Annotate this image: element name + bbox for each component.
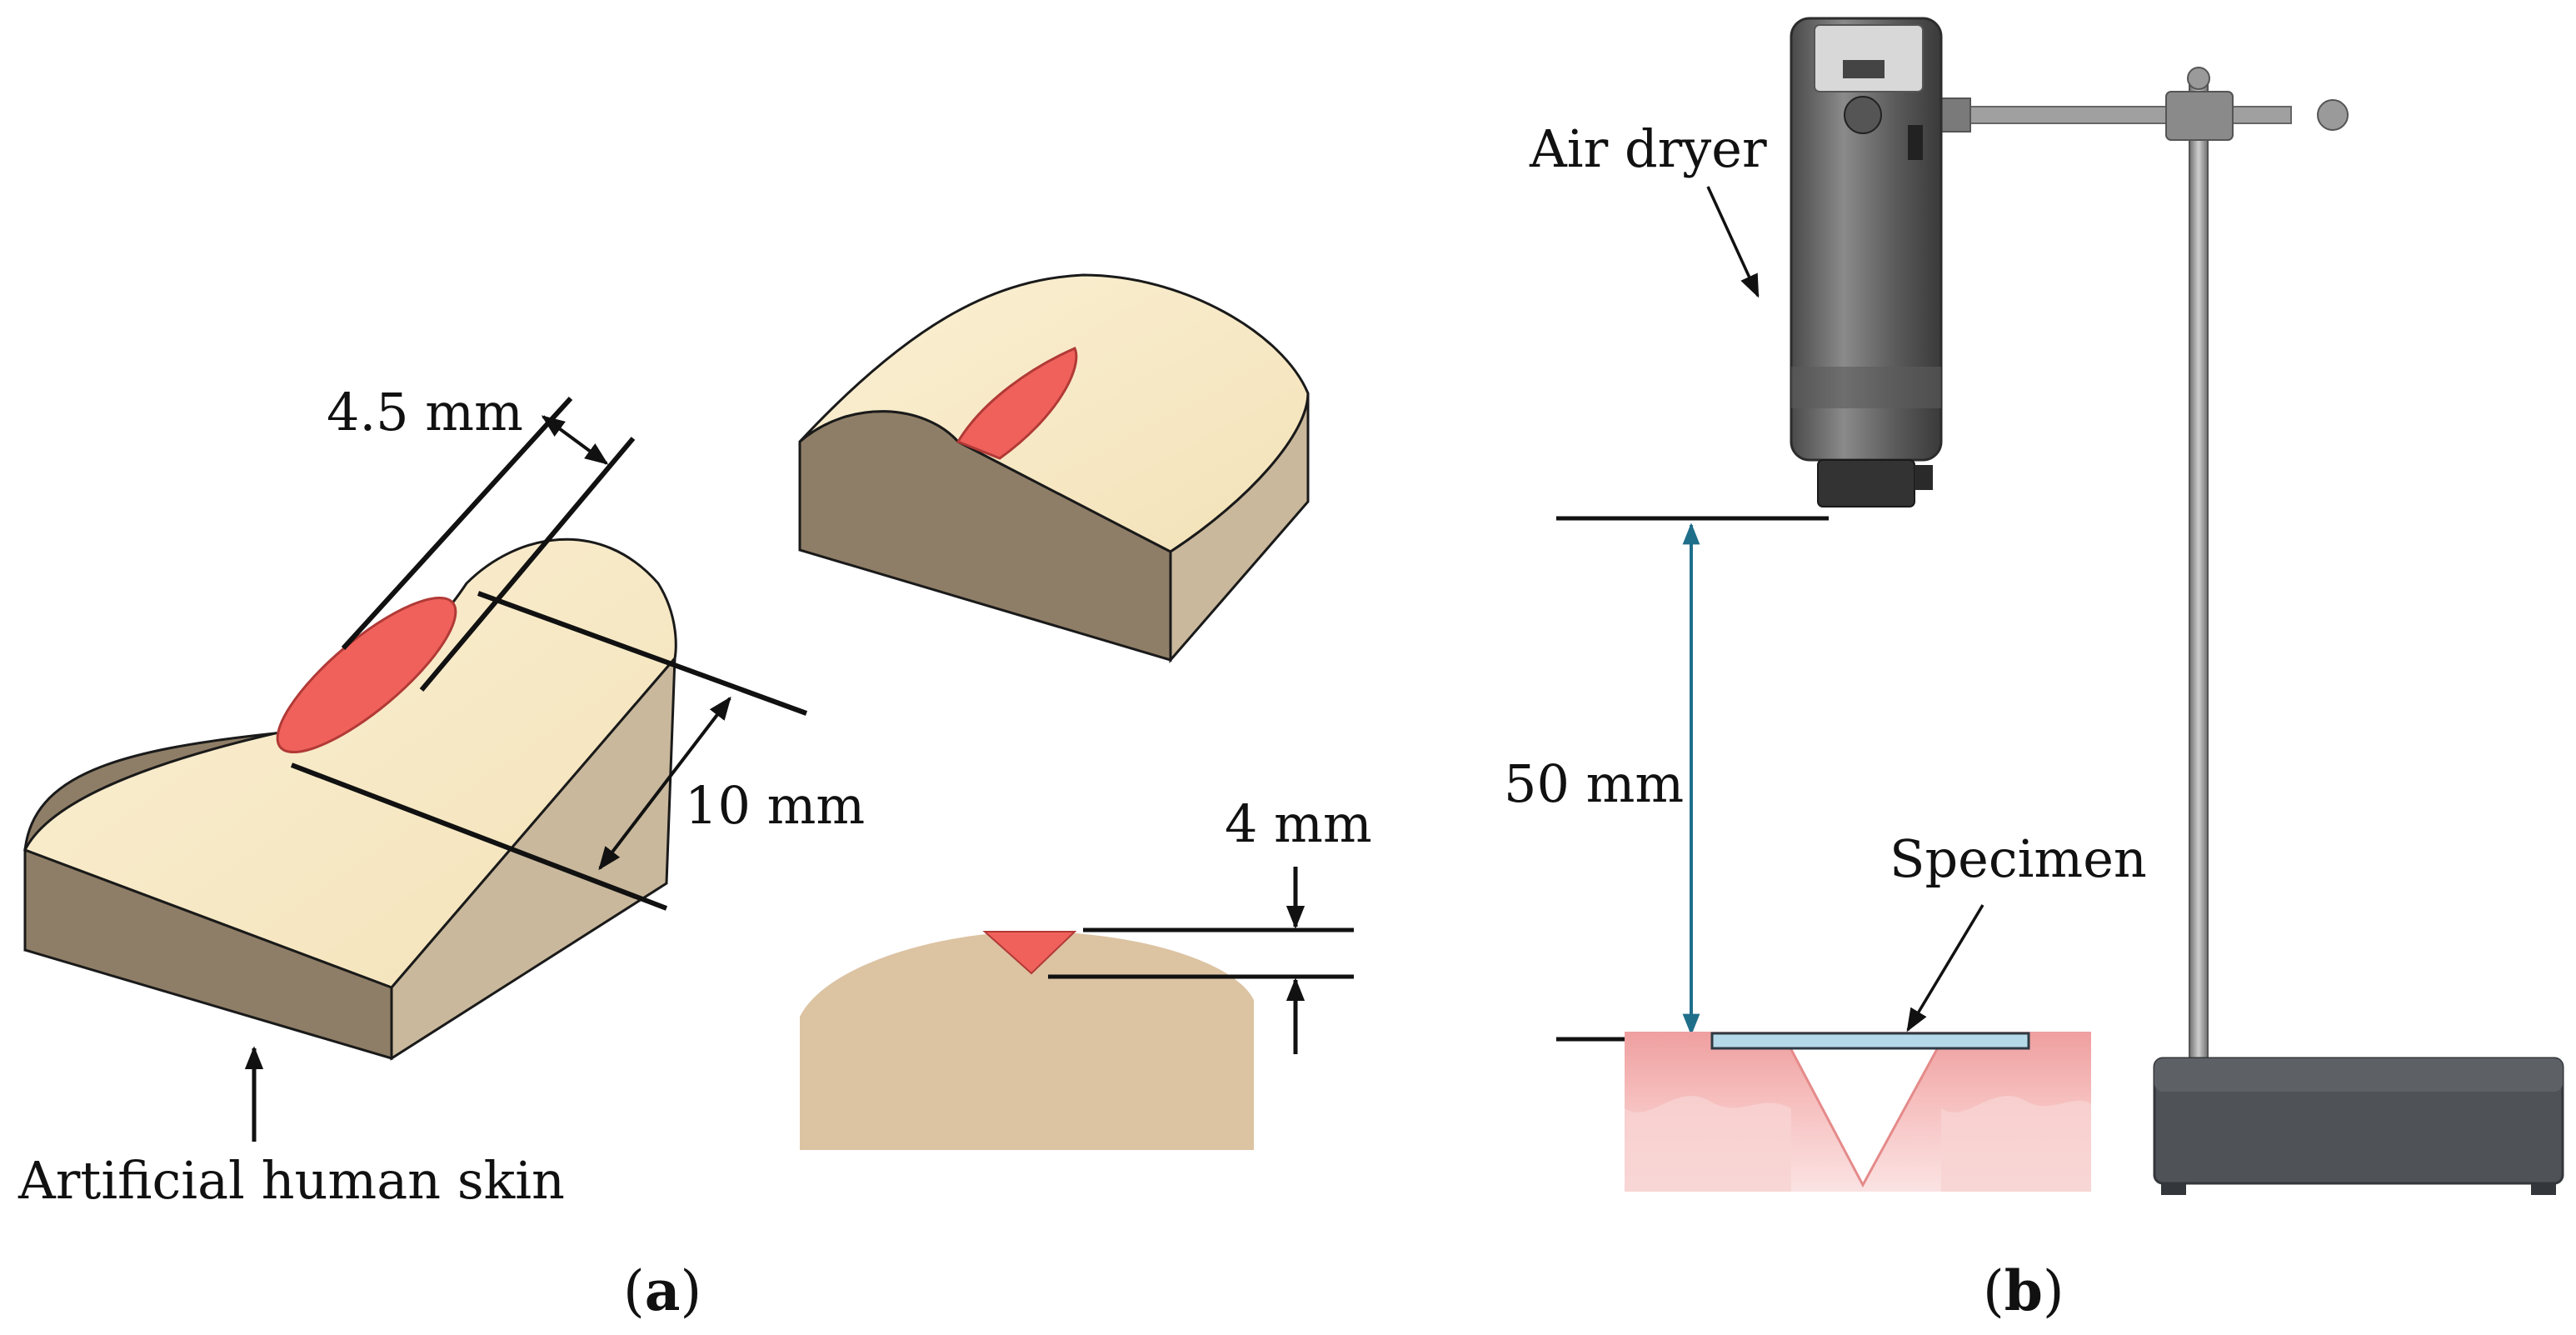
dryer-top-panel	[1814, 24, 1924, 92]
caption-b: (b)	[1983, 1258, 2064, 1323]
tissue-model	[1625, 1032, 2091, 1192]
air-dryer-pointer	[1706, 186, 1760, 298]
cross-section-body	[800, 931, 1254, 1150]
clamp-arm	[1940, 106, 2292, 124]
skin-block-large	[22, 538, 677, 1061]
dryer-switch	[1908, 125, 1923, 160]
label-air-dryer: Air dryer	[1529, 118, 1767, 179]
label-length-10mm: 10 mm	[685, 775, 865, 836]
dim-depth-lines	[1048, 867, 1354, 1054]
caption-b-close: )	[2043, 1259, 2064, 1323]
caption-a-close: )	[681, 1259, 702, 1323]
dryer-dial	[1844, 96, 1882, 134]
caption-a: (a)	[623, 1258, 701, 1323]
dim-length-lines	[290, 591, 808, 911]
wound-groove-small	[956, 347, 1078, 460]
caption-a-letter: a	[645, 1258, 681, 1323]
label-specimen: Specimen	[1890, 828, 2147, 889]
caption-b-letter: b	[2004, 1258, 2043, 1323]
stand-foot-left	[2161, 1183, 2186, 1195]
dryer-nozzle-tab	[1915, 465, 1933, 490]
air-dryer	[1790, 17, 1943, 508]
clamp-jaw	[1936, 98, 1971, 132]
skin-block-front-lower	[23, 848, 393, 1061]
skin-block-small	[798, 273, 1310, 664]
clamp-knob	[2317, 99, 2349, 131]
specimen-film	[1710, 1032, 2030, 1050]
label-artificial-skin: Artificial human skin	[17, 1150, 565, 1211]
tissue-dermis-wave-right	[1941, 1096, 2091, 1192]
lab-stand	[1936, 67, 2564, 1195]
clamp-boss	[2165, 91, 2234, 141]
stand-rod-cap	[2187, 67, 2210, 90]
dryer-top-button	[1843, 60, 1885, 78]
stand-base-top	[2154, 1058, 2563, 1092]
dryer-nozzle	[1817, 459, 1915, 508]
skin-cross-section	[800, 931, 1254, 1150]
label-distance-50mm: 50 mm	[1504, 753, 1684, 814]
dim-width-lines	[341, 396, 636, 692]
cross-section-wound	[982, 931, 1077, 975]
small-block-side-face	[1169, 392, 1310, 664]
caption-b-open: (	[1983, 1259, 2004, 1323]
caption-a-open: (	[623, 1259, 645, 1323]
stand-foot-right	[2531, 1183, 2556, 1195]
label-width-4-5mm: 4.5 mm	[327, 382, 523, 442]
dryer-grip-band	[1791, 367, 1941, 408]
small-block-top-face	[798, 273, 1310, 553]
label-depth-4mm: 4 mm	[1225, 793, 1372, 854]
specimen-pointer	[1906, 904, 1984, 1032]
stand-rod	[2189, 76, 2209, 1086]
tissue-dermis-wave	[1625, 1096, 1791, 1192]
